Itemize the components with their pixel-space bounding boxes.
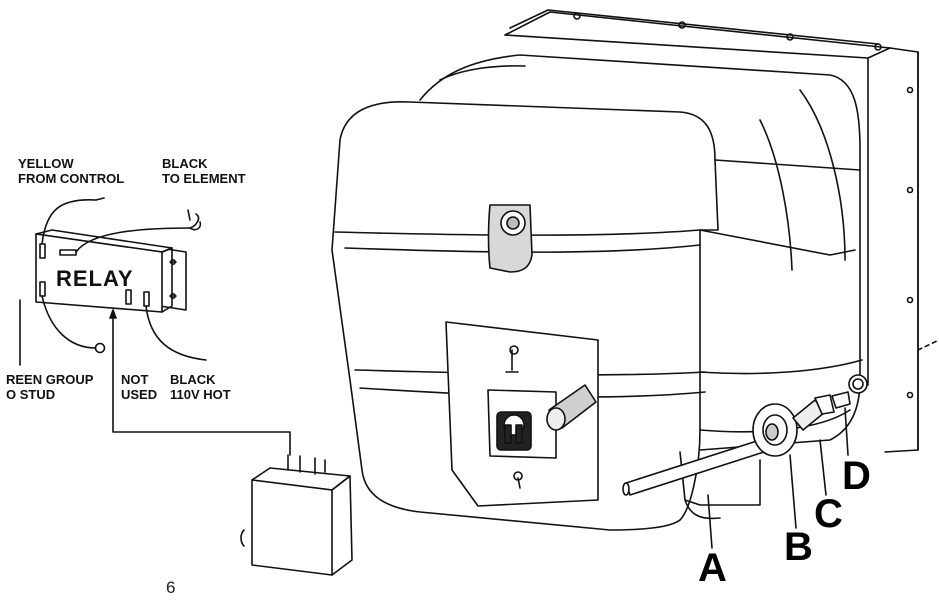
callout-a: A [698,546,727,590]
callout-b: B [784,525,813,569]
screw-icon [874,43,882,51]
label-green-ground-stud: REEN GROUP O STUD [6,372,94,402]
label-black-to-element: BLACK TO ELEMENT [162,156,246,186]
screw-icon [573,12,581,20]
leader-a [707,494,713,549]
screw-icon [906,186,914,194]
control-module [240,454,353,576]
control-panel [445,321,599,507]
label-yellow-from-control: YELLOW FROM CONTROL [18,156,125,186]
relay-assembly [19,197,291,456]
screw-icon [678,21,686,29]
yellow-wire [41,199,97,245]
heater-tank [331,54,863,531]
black-hot-wire [145,305,207,361]
leader-d [844,407,849,456]
leader-c [819,439,827,496]
plumbing-fittings [622,374,868,549]
label-not-used: NOT USED [121,372,158,402]
callout-d: D [842,454,871,498]
green-wire [41,295,97,349]
callout-c: C [814,492,843,536]
screw-icon [786,33,794,41]
screw-icon [906,391,914,399]
page-number: 6 [166,578,176,597]
leader-b [789,454,797,529]
screw-icon [906,296,914,304]
top-fitting [487,204,533,273]
label-black-110v-hot: BLACK 110V HOT [170,372,231,402]
screw-icon [906,86,914,94]
relay-title: RELAY [56,266,134,291]
black-element-wire [75,227,191,253]
